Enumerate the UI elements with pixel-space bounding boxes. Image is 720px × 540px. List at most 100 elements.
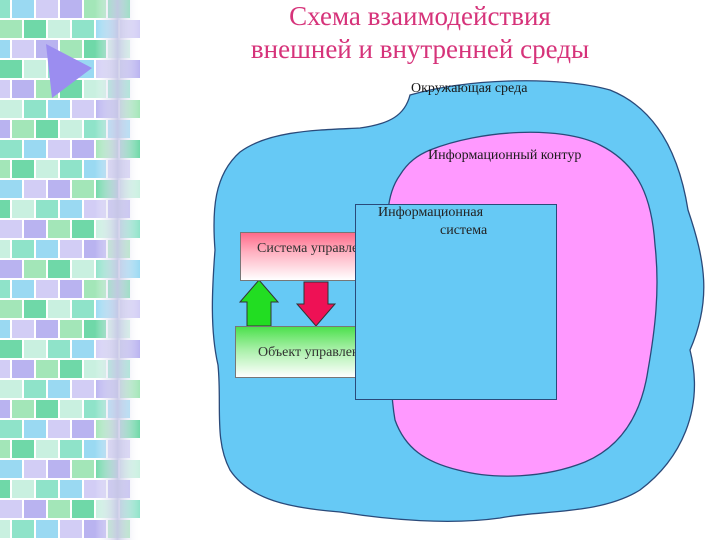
decorative-tile <box>0 0 10 18</box>
decorative-tile <box>12 360 34 378</box>
decorative-tile <box>12 320 34 338</box>
decorative-tile <box>72 180 94 198</box>
decorative-tile <box>12 520 34 538</box>
decorative-tile <box>24 60 46 78</box>
decorative-tile <box>0 360 10 378</box>
decorative-tile <box>12 200 34 218</box>
decorative-tile <box>60 280 82 298</box>
down-arrow-icon <box>295 281 337 327</box>
decorative-tile <box>0 20 22 38</box>
info-system-label-line-1: Информационная <box>378 205 484 220</box>
control-object-label: Объект управления <box>258 345 367 360</box>
decorative-tile <box>12 480 34 498</box>
environment-label: Окружающая среда <box>411 81 528 96</box>
decorative-tile <box>12 120 34 138</box>
decorative-tile <box>0 340 22 358</box>
decorative-tile <box>72 420 94 438</box>
decorative-tile <box>0 260 22 278</box>
decorative-tile <box>24 300 46 318</box>
decorative-tile <box>0 160 10 178</box>
decorative-tile <box>24 20 46 38</box>
decorative-tile <box>0 480 10 498</box>
decorative-tile <box>0 400 10 418</box>
decorative-tile <box>0 440 10 458</box>
decorative-tile <box>36 200 58 218</box>
decorative-tile <box>36 0 58 18</box>
decorative-tile <box>60 0 82 18</box>
decorative-tile <box>48 500 70 518</box>
control-system-box: Система управления <box>240 232 367 281</box>
page-title-line-2: внешней и внутренней среды <box>250 34 590 64</box>
decorative-tile <box>48 100 70 118</box>
decorative-tile <box>0 460 22 478</box>
decorative-tile <box>24 460 46 478</box>
decorative-tile <box>72 340 94 358</box>
decorative-tile <box>72 140 94 158</box>
decorative-tile <box>0 420 22 438</box>
decorative-tile <box>72 20 94 38</box>
decorative-tile <box>72 100 94 118</box>
decorative-tile <box>60 360 82 378</box>
play-triangle-icon <box>46 44 92 98</box>
page-title-line-1: Схема взаимодействия <box>289 1 551 31</box>
up-arrow-icon <box>238 279 280 327</box>
decorative-tile <box>24 140 46 158</box>
decorative-tile <box>0 120 10 138</box>
decorative-tile <box>48 180 70 198</box>
decorative-tile <box>60 160 82 178</box>
decorative-tile <box>60 40 82 58</box>
decorative-tile <box>0 80 10 98</box>
info-system-label-line-2: система <box>440 223 488 238</box>
decorative-left-strip <box>0 0 140 540</box>
decorative-tile <box>48 420 70 438</box>
decorative-tile <box>36 320 58 338</box>
decorative-tile <box>48 140 70 158</box>
decorative-tile <box>0 520 10 538</box>
decorative-tile <box>0 200 10 218</box>
decorative-tile <box>72 380 94 398</box>
decorative-tile <box>60 440 82 458</box>
page-title: Схема взаимодействия внешней и внутренне… <box>150 0 690 66</box>
decorative-tile <box>60 400 82 418</box>
info-system-box: Информационная система <box>355 204 557 400</box>
decorative-tile <box>72 460 94 478</box>
decorative-tile <box>60 520 82 538</box>
decorative-tile <box>60 120 82 138</box>
decorative-tile <box>60 320 82 338</box>
decorative-tile <box>12 160 34 178</box>
decorative-tile <box>72 500 94 518</box>
decorative-tile <box>36 240 58 258</box>
decorative-tile <box>12 40 34 58</box>
decorative-tile <box>48 20 70 38</box>
decorative-tile <box>0 280 10 298</box>
decorative-tile <box>36 160 58 178</box>
decorative-tile <box>24 340 46 358</box>
decorative-tile <box>24 180 46 198</box>
decorative-tile <box>24 500 46 518</box>
decorative-tile <box>36 480 58 498</box>
decorative-tile <box>12 80 34 98</box>
decorative-tile <box>48 460 70 478</box>
decorative-tile <box>60 480 82 498</box>
decorative-tile <box>36 280 58 298</box>
decorative-tile <box>72 220 94 238</box>
control-system-label: Система управления <box>257 241 366 256</box>
decorative-tile <box>0 320 10 338</box>
decorative-tile <box>36 520 58 538</box>
control-object-box: Объект управления <box>235 326 367 378</box>
decorative-tile <box>0 60 22 78</box>
decorative-tile <box>24 260 46 278</box>
decorative-tile <box>0 240 10 258</box>
decorative-tile <box>0 180 22 198</box>
decorative-tile <box>12 440 34 458</box>
decorative-tile <box>12 400 34 418</box>
decorative-tile <box>48 220 70 238</box>
decorative-tile <box>48 380 70 398</box>
decorative-tile <box>36 400 58 418</box>
decorative-tile <box>72 300 94 318</box>
decorative-tile <box>0 380 22 398</box>
decorative-tile <box>0 140 22 158</box>
decorative-tile <box>24 220 46 238</box>
decorative-tile <box>24 380 46 398</box>
info-contour-label: Информационный контур <box>428 148 582 163</box>
